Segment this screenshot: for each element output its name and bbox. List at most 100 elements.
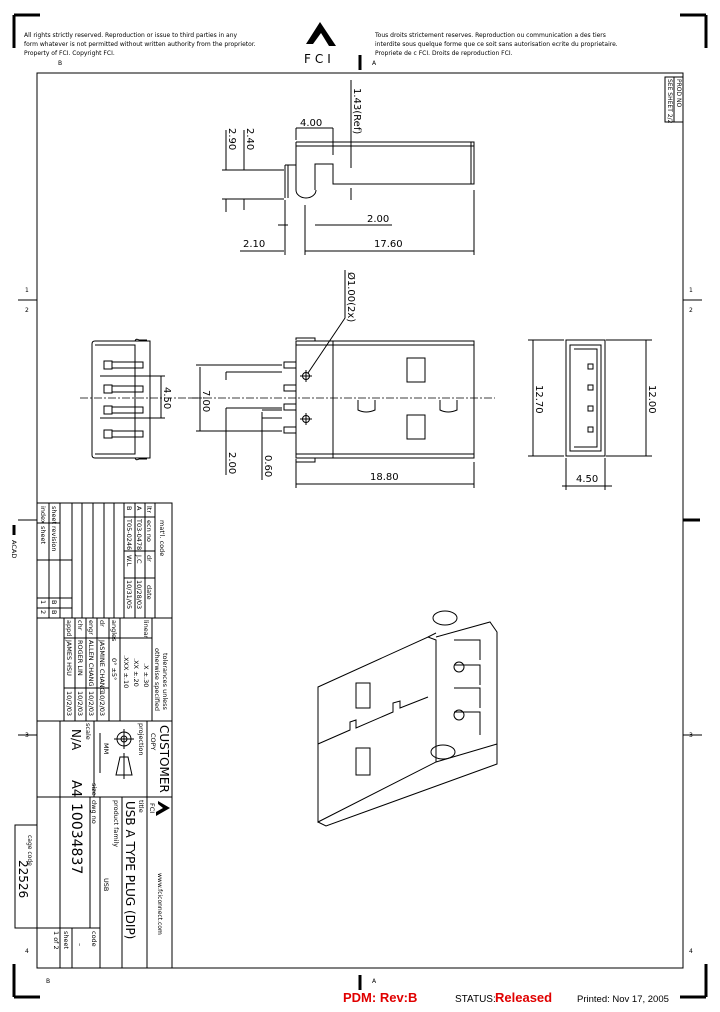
isometric-view	[317, 610, 498, 827]
drawing-text: 10/28/03	[135, 580, 143, 609]
zone-label: B	[46, 978, 50, 985]
drawing-text: B	[50, 610, 58, 614]
drawing-text: revision	[50, 526, 58, 551]
drawing-text: 17.60	[374, 239, 403, 250]
zone-label: A	[372, 60, 377, 67]
side-view: 4.00 1.43(Ref) 2.40 2.90 2.00 2.10 17.60	[222, 80, 475, 255]
drawing-text: cage code	[26, 835, 33, 866]
drawing-text: .X ±.30	[142, 663, 150, 687]
drawing-text: www.fciconnect.com	[156, 873, 163, 935]
drawing-text: sheet	[62, 931, 70, 950]
drawing-text: A	[135, 506, 143, 511]
drawing-text: 10/31/05	[125, 580, 133, 609]
drawing-text: COPY	[149, 733, 157, 750]
drawing-text: projection	[137, 723, 145, 755]
drawing-text: chr	[76, 620, 84, 631]
projection-symbol-icon	[114, 729, 134, 779]
drawing-text: FCI	[304, 52, 335, 66]
drawing-text: B	[50, 600, 58, 604]
drawing-text: scale	[84, 723, 92, 740]
drawing-text: 10/2/03	[98, 691, 106, 716]
drawing-text: 0.60	[262, 455, 273, 477]
drawing-text: T03-0478	[135, 518, 143, 550]
drawing-text: USB	[102, 878, 110, 891]
prod-no-box: PROD NO SEE SHEET 2/2	[664, 76, 684, 124]
drawing-text: index	[39, 506, 47, 524]
drawing-text: Property of FCI. Copyright FCI.	[24, 50, 115, 57]
drawing-text: 12.70	[533, 385, 544, 414]
acad-label: ACAD	[10, 540, 18, 558]
approval-rows: dr JASMINE CHANG 10/2/03 engr ALLEN CHAN…	[65, 620, 106, 716]
drawing-text: Ø1.00(2x)	[345, 272, 357, 322]
drawing-text: 0° ±5°	[110, 658, 118, 680]
drawing-text: J.C	[135, 554, 143, 564]
drawing-text: product family	[112, 800, 120, 847]
zone-ticks	[18, 299, 702, 736]
drawing-text: 22526	[16, 860, 30, 898]
drawing-text: 1 of 2	[52, 931, 60, 950]
drawing-text: dr	[98, 620, 106, 627]
drawing-text: Tous droits strictement reserves. Reprod…	[374, 32, 606, 39]
drawing-text: sheet	[50, 506, 58, 525]
status-value: Released	[495, 990, 552, 1005]
drawing-text: appd	[65, 620, 73, 636]
cage-code-box: cage code 22526	[14, 824, 38, 929]
drawing-text: 10/2/03	[76, 691, 84, 716]
drawing-text: USB A TYPE PLUG (DIP)	[123, 801, 137, 939]
drawing-text: Propriete de c FCI. Droits de reproducti…	[375, 50, 513, 57]
left-end-view: 4.50	[80, 338, 200, 461]
drawing-text: 12.00	[646, 385, 657, 414]
drawing-text: 10034837	[68, 803, 84, 874]
drawing-text: mat'l. code	[158, 520, 166, 556]
drawing-text: FCI	[148, 803, 156, 813]
fci-logo: FCI	[304, 22, 336, 66]
drawing-text: 4.50	[161, 387, 172, 409]
drawing-text: .XXX ±.10	[122, 655, 130, 688]
drawing-text: size	[90, 783, 98, 796]
zone-label: 1	[25, 287, 29, 294]
drawing-text: ltr	[145, 506, 153, 513]
drawing-text: 18.80	[370, 472, 399, 483]
status-label: STATUS:	[455, 994, 496, 1005]
drawing-text: 2.00	[367, 214, 389, 225]
printed-date: Printed: Nov 17, 2005	[577, 994, 669, 1005]
drawing-text: 4.00	[300, 118, 322, 129]
revision-row: B T05-0246 W.L 10/31/05	[125, 506, 133, 609]
drawing-text: 2	[39, 610, 47, 614]
drawing-text: W.L	[125, 555, 133, 567]
drawing-text: 2.40	[244, 128, 255, 150]
drawing-text: 2.00	[226, 452, 237, 474]
drawing-text: dwg no	[90, 800, 98, 824]
drawing-text: 4.50	[576, 474, 598, 485]
title-block: mat'l. code ltr ecn no dr date A T03-047…	[36, 502, 173, 969]
drawing-text: interdite sous quelque forme que ce soit…	[375, 41, 618, 48]
drawing-text: All rights strictly reserved. Reproducti…	[24, 32, 238, 39]
status-bar: PDM: Rev:B STATUS: Released Printed: Nov…	[343, 990, 669, 1005]
drawing-text: form whatever is not permitted without w…	[24, 41, 256, 48]
top-view: Ø1.00(2x) 7.00 2.00 0.60 18.80	[190, 270, 495, 488]
fci-logo: FCI	[148, 801, 170, 816]
drawing-text: code	[90, 931, 98, 947]
drawing-text: –	[76, 943, 84, 946]
zone-label: 3	[25, 732, 29, 739]
drawing-text: CUSTOMER	[157, 725, 171, 793]
drawing-text: 1	[39, 600, 47, 604]
corner-marks	[12, 13, 708, 999]
drawing-text: 1.43(Ref)	[351, 88, 362, 134]
revision-row: A T03-0478 J.C 10/28/03	[135, 506, 143, 609]
drawing-text: linear	[142, 620, 150, 639]
drawing-text: 2.90	[226, 128, 237, 150]
zone-label: 4	[689, 948, 693, 955]
drawing-text: JASMINE CHANG	[98, 639, 106, 693]
drawing-text: MM	[102, 743, 110, 754]
drawing-text: B	[125, 506, 133, 510]
drawing-text: ecn no	[145, 520, 153, 542]
copyright-notice-en: All rights strictly reserved. Reproducti…	[24, 32, 256, 57]
drawing-text: sheet	[39, 526, 47, 545]
drawing-text: 7.00	[200, 390, 211, 412]
drawing-text: tolerances unless	[161, 653, 169, 711]
drawing-text: JAMES HSU	[65, 639, 73, 676]
right-end-view: 12.70 12.00 4.50	[528, 339, 657, 490]
drawing-text: ALLEN CHANG	[87, 640, 95, 687]
drawing-text: angles	[110, 620, 118, 642]
